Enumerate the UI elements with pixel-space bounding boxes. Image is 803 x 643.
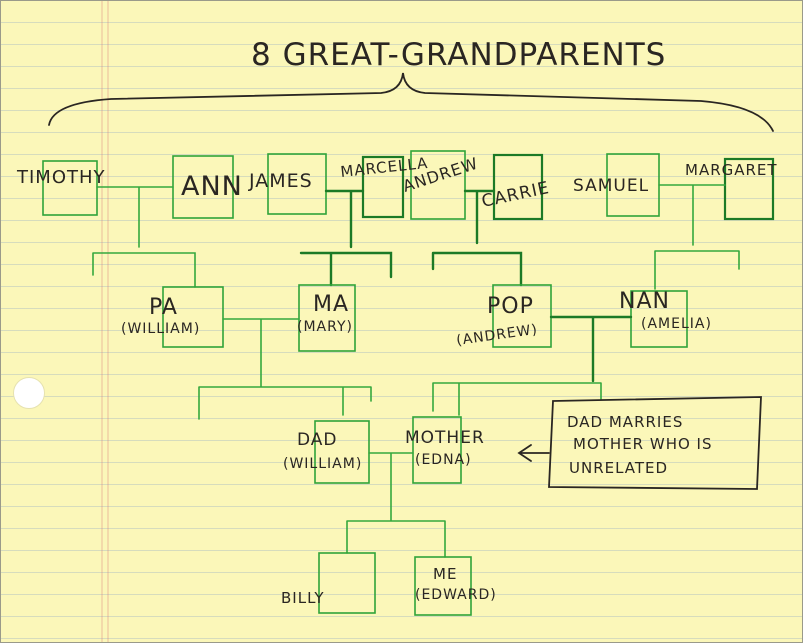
name-mother: MOTHER <box>405 428 485 448</box>
fullname-dad: (WILLIAM) <box>283 456 362 472</box>
name-james: JAMES <box>248 170 313 192</box>
name-samuel: SAMUEL <box>573 176 649 196</box>
name-margaret: MARGARET <box>685 161 778 179</box>
arrow-left-icon <box>517 444 550 462</box>
box-timothy <box>42 160 98 216</box>
box-mother <box>412 416 462 484</box>
connector-ma <box>299 189 393 287</box>
box-nan <box>630 290 688 348</box>
box-james <box>267 153 327 215</box>
great-grandparent-names: TIMOTHY ANN JAMES MARCELLA ANDREW CARRIE… <box>16 154 778 212</box>
name-billy: BILLY <box>281 589 325 607</box>
name-dad: DAD <box>297 430 338 450</box>
child-names: BILLY ME (EDWARD) <box>281 565 497 607</box>
note-line-2: MOTHER WHO IS <box>573 435 713 453</box>
connector-mother-dark <box>549 315 633 383</box>
connector-mother <box>432 382 602 416</box>
box-marcella <box>361 155 405 219</box>
note-box: DAD MARRIES MOTHER WHO IS UNRELATED <box>548 396 762 490</box>
punch-hole <box>13 377 45 409</box>
note-line-3: UNRELATED <box>569 459 668 477</box>
generation-3-connectors <box>346 452 446 558</box>
box-dad <box>314 420 370 484</box>
fullname-pop: (ANDREW) <box>455 322 539 349</box>
box-andrew <box>410 150 466 220</box>
connector-dad <box>198 318 372 420</box>
fullname-pa: (WILLIAM) <box>121 321 200 337</box>
child-boxes <box>318 552 472 616</box>
name-pop: POP <box>487 294 534 319</box>
grandparent-names: PA (WILLIAM) MA (MARY) POP (ANDREW) NAN … <box>121 289 712 349</box>
name-pa: PA <box>149 295 178 320</box>
note-line-1: DAD MARRIES <box>567 413 683 431</box>
name-me: ME <box>433 565 457 583</box>
box-me <box>414 556 472 616</box>
box-pa <box>162 286 224 348</box>
box-billy <box>318 552 376 614</box>
generation-1-connectors <box>92 184 740 290</box>
connector-nan <box>654 184 740 290</box>
name-ma: MA <box>313 292 349 317</box>
box-carrie <box>492 153 544 221</box>
name-carrie: CARRIE <box>480 178 552 212</box>
box-margaret <box>723 157 775 221</box>
parent-boxes <box>314 416 462 484</box>
margin-line-left <box>101 1 103 642</box>
connector-pop <box>431 189 523 287</box>
name-timothy: TIMOTHY <box>16 167 106 188</box>
fullname-ma: (MARY) <box>297 319 353 335</box>
fullname-me: (EDWARD) <box>415 587 497 603</box>
name-ann: ANN <box>181 171 243 202</box>
fullname-nan: (AMELIA) <box>641 316 712 332</box>
name-nan: NAN <box>619 289 670 314</box>
generation-2-connectors <box>198 315 633 420</box>
diagram-title: 8 GREAT-GRANDPARENTS <box>251 37 666 73</box>
fullname-mother: (EDNA) <box>415 452 472 468</box>
box-ma <box>298 284 356 352</box>
note-frame <box>548 396 762 490</box>
margin-line-right <box>107 1 109 642</box>
parent-names: DAD (WILLIAM) MOTHER (EDNA) <box>283 428 485 472</box>
great-grandparents-brace <box>48 72 774 132</box>
connector-pa <box>92 186 196 288</box>
